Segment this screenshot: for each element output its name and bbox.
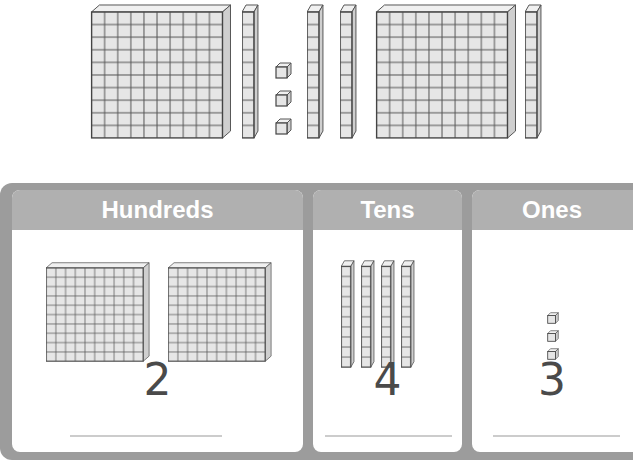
header-label: Hundreds: [101, 196, 213, 224]
column-header: Ones: [472, 190, 632, 230]
place-value-column: Tens 4: [313, 190, 462, 452]
place-digit: 4: [313, 358, 462, 402]
place-digit: 3: [472, 358, 632, 402]
column-header: Tens: [313, 190, 462, 230]
place-value-column: Ones 3: [472, 190, 632, 452]
header-label: Tens: [360, 196, 414, 224]
header-label: Ones: [522, 196, 582, 224]
place-digit: 2: [12, 358, 303, 402]
column-header: Hundreds: [12, 190, 303, 230]
place-value-column: Hundreds 2: [12, 190, 303, 452]
